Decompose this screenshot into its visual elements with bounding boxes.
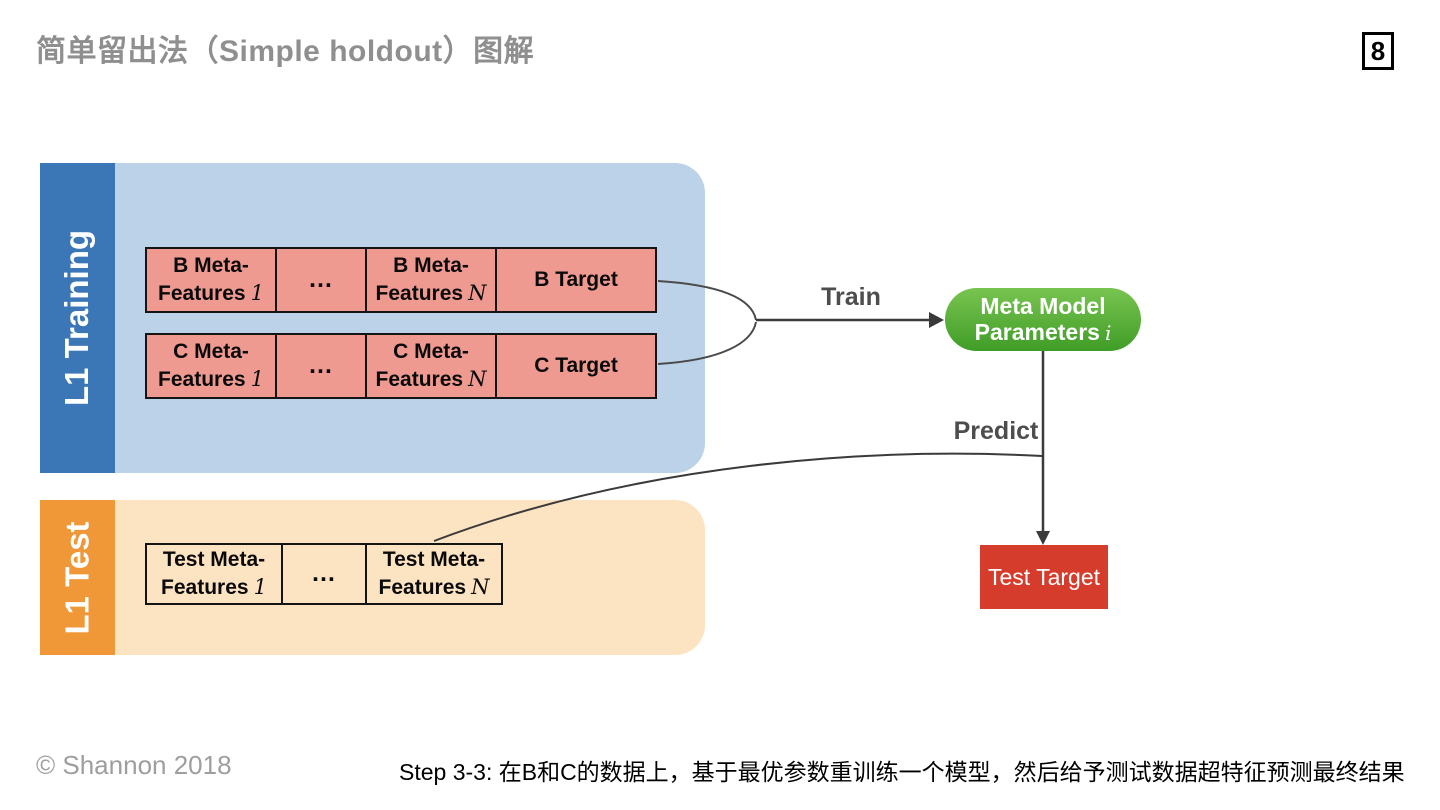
copyright-text: © Shannon 2018 [36,750,232,780]
l1-training-label: L1 Training [58,229,96,407]
train-arrow-label: Train [821,283,881,311]
cell-b-target: B Target [495,247,657,313]
l1-training-panel [115,163,705,473]
l1-training-bar: L1 Training [40,163,115,473]
page-number-badge: 8 [1362,32,1394,70]
cell-c-ellipsis: … [275,333,367,399]
cell-b-ellipsis: … [275,247,367,313]
test-target-node: Test Target [980,545,1108,609]
predict-arrow-label: Predict [953,417,1039,445]
step-caption: Step 3-3: 在B和C的数据上，基于最优参数重训练一个模型，然后给予测试数… [399,759,1405,785]
cell-c-target: C Target [495,333,657,399]
cell-test-ellipsis: … [281,543,367,605]
page-title: 简单留出法（Simple holdout）图解 [36,35,535,68]
l1-test-bar: L1 Test [40,500,115,655]
meta-model-line1: Meta Model [980,293,1106,320]
l1-test-label: L1 Test [58,520,96,635]
